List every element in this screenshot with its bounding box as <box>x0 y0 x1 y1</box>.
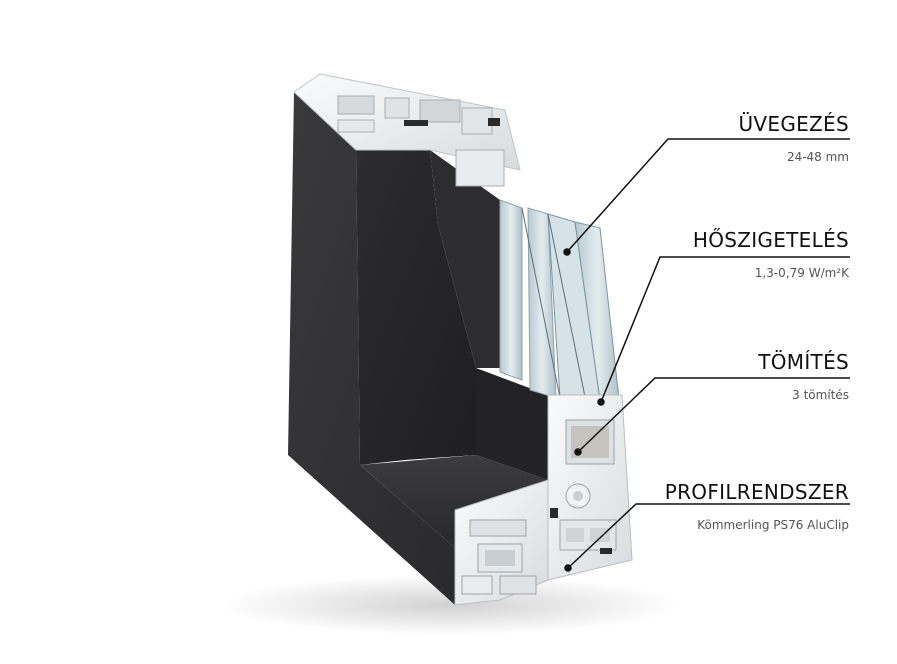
frame-outer-face <box>288 92 455 605</box>
feature-value: 24-48 mm <box>786 150 849 164</box>
callout-seal-dot <box>574 448 582 456</box>
feature-insulation: HŐSZIGETELÉS 1,3-0,79 W/m²K <box>693 228 849 281</box>
feature-value: 1,3-0,79 W/m²K <box>754 266 849 280</box>
callout-glazing-line <box>566 138 850 253</box>
frame-bead-face <box>430 150 500 368</box>
callout-lines <box>563 138 850 572</box>
sill-pvc-profile <box>454 479 549 606</box>
floor-shadow <box>220 575 680 635</box>
callout-insulation-line <box>600 256 850 403</box>
triple-glazing <box>499 199 621 409</box>
feature-glazing: ÜVEGEZÉS 24-48 mm <box>738 112 849 165</box>
feature-title: PROFILRENDSZER <box>664 480 849 504</box>
frame-inner-face <box>356 150 476 465</box>
callout-glazing-dot <box>563 248 571 256</box>
feature-value: Kömmerling PS76 AluClip <box>697 518 849 532</box>
feature-title: HŐSZIGETELÉS <box>692 228 849 252</box>
top-pvc-profile <box>293 73 521 187</box>
feature-seal: TÖMÍTÉS 3 tömítés <box>758 350 849 403</box>
feature-title: ÜVEGEZÉS <box>738 112 849 136</box>
callout-profile-line <box>567 503 850 569</box>
callout-insulation-dot <box>597 398 605 406</box>
frame-sill-top <box>476 368 548 480</box>
feature-value: 3 tömítés <box>792 388 849 402</box>
feature-profile-system: PROFILRENDSZER Kömmerling PS76 AluClip <box>665 480 849 533</box>
sash-pvc-profile <box>547 394 633 581</box>
feature-title: TÖMÍTÉS <box>758 350 849 374</box>
callout-seal-line <box>577 377 850 453</box>
callout-profile-dot <box>564 564 572 572</box>
